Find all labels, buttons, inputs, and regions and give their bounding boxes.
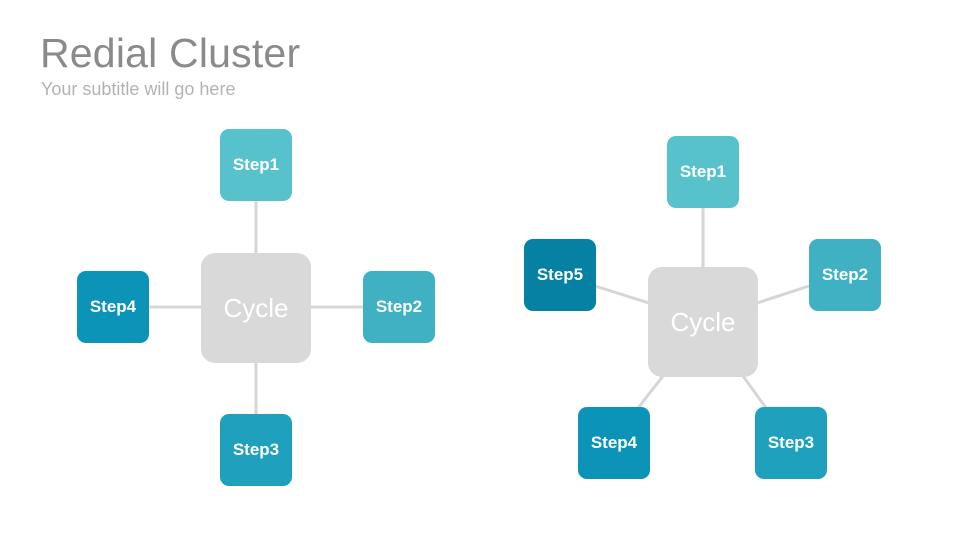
step-node-left-4: Step4 (77, 271, 149, 343)
cycle-center-left: Cycle (201, 253, 311, 363)
step-node-right-1: Step1 (667, 136, 739, 208)
step-node-left-1: Step1 (220, 129, 292, 201)
step-node-right-2: Step2 (809, 239, 881, 311)
connector-right-step3 (741, 375, 768, 409)
connector-right-step5 (594, 284, 650, 305)
step-node-left-2: Step2 (363, 271, 435, 343)
step-node-right-4: Step4 (578, 407, 650, 479)
slide-title: Redial Cluster (40, 30, 301, 76)
cycle-center-right: Cycle (648, 267, 758, 377)
slide-subtitle: Your subtitle will go here (41, 79, 236, 99)
connector-right-step2 (756, 284, 810, 305)
connector-right-step4 (636, 375, 665, 409)
step-node-left-3: Step3 (220, 414, 292, 486)
step-node-right-3: Step3 (755, 407, 827, 479)
step-node-right-5: Step5 (524, 239, 596, 311)
